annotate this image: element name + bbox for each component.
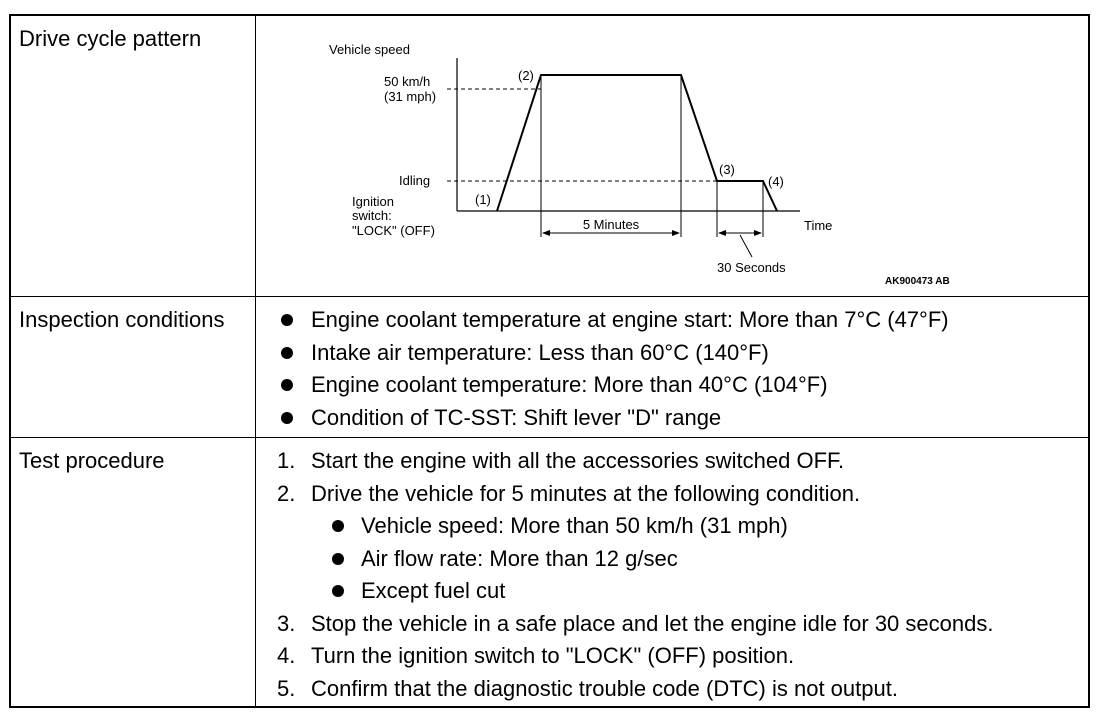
point-label-1: (1) [475,192,491,207]
bullet-icon [281,411,293,424]
five-minute-label: 5 Minutes [583,217,640,232]
speed-label-kmh: 50 km/h [384,74,430,89]
idling-label: Idling [399,173,430,188]
speed-label-mph: (31 mph) [384,89,436,104]
y-axis-label: Vehicle speed [329,42,410,57]
point-label-4: (4) [768,174,784,189]
point-label-2: (2) [518,68,534,83]
row-divider [9,437,1090,438]
bullet-icon [281,379,293,391]
thirty-second-label: 30 Seconds [717,260,786,275]
bullet-icon [332,520,344,532]
ignition-label: switch: [352,208,392,223]
thirty-second-leader [739,234,753,258]
ignition-label: Ignition [352,194,394,209]
bullet-icon [281,314,293,326]
ignition-label: "LOCK" (OFF) [352,223,435,238]
bullet-icon [281,346,293,359]
row-label-inspection-conditions: Inspection conditions [19,307,225,332]
arrowhead [754,230,762,236]
speed-profile-line [496,74,778,212]
arrowhead [672,230,680,236]
drive-cycle-diagram: Vehicle speed 50 km/h (31 mph) Idling Ig… [329,42,950,287]
arrowhead [542,230,550,236]
arrowhead [718,230,726,236]
column-divider [255,14,256,708]
bullet-icon [332,585,344,597]
table-frame [9,14,1090,708]
row-divider [9,296,1090,297]
point-label-3: (3) [719,162,735,177]
figure-code: AK900473 AB [885,276,950,287]
bullet-icon [332,552,344,565]
row-label-test-procedure: Test procedure [19,448,165,473]
x-axis-label: Time [804,218,832,233]
row-label-drive-cycle: Drive cycle pattern [19,26,202,51]
